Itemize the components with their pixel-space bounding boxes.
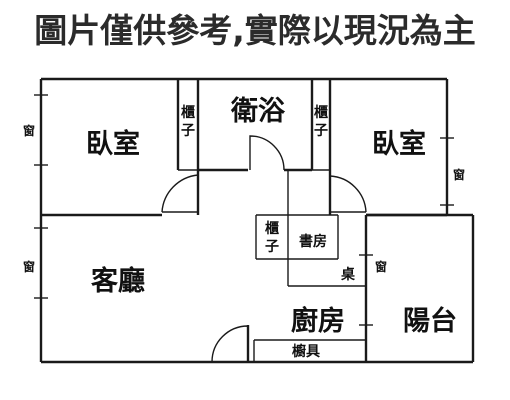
cabinet-study-line2: 子: [265, 239, 279, 255]
cabinet-right-line2: 子: [314, 123, 328, 139]
window-left-bottom: 窗: [23, 259, 35, 274]
door-bathroom: [249, 135, 285, 171]
cabinet-right-line1: 櫃: [314, 104, 328, 121]
room-balcony: 陽台: [403, 305, 457, 337]
room-kitchen: 廚房: [291, 305, 345, 337]
desk-label: 桌: [341, 266, 356, 283]
doors: [161, 135, 367, 363]
cabinet-left-line2: 子: [181, 123, 195, 139]
room-bedroom-right: 臥室: [372, 128, 426, 160]
outer-walls: [39, 77, 475, 364]
disclaimer-title: 圖片僅供參考,實際以現況為主: [34, 11, 476, 50]
room-study: 書房: [299, 233, 327, 250]
room-living: 客廳: [91, 265, 145, 297]
cabinet-study-line1: 櫃: [265, 220, 279, 237]
room-bathroom: 衛浴: [230, 95, 286, 127]
door-right-bedroom: [329, 172, 367, 215]
door-left-bedroom: [161, 174, 199, 215]
door-kitchen: [211, 325, 249, 363]
room-bedroom-left: 臥室: [86, 128, 140, 160]
cabinet-left-line1: 櫃: [181, 104, 195, 121]
window-labels: 窗 窗 窗 窗: [23, 123, 465, 274]
window-right-bedroom: 窗: [453, 167, 465, 182]
cupboard-label: 櫥具: [292, 343, 320, 360]
window-left-top: 窗: [23, 123, 35, 138]
fixture-labels: 櫃 子 櫃 子 櫃 子 桌 櫥具: [181, 104, 356, 360]
window-balcony: 窗: [375, 259, 387, 274]
room-labels: 臥室 衛浴 臥室 客廳 廚房 陽台 書房: [86, 95, 457, 337]
